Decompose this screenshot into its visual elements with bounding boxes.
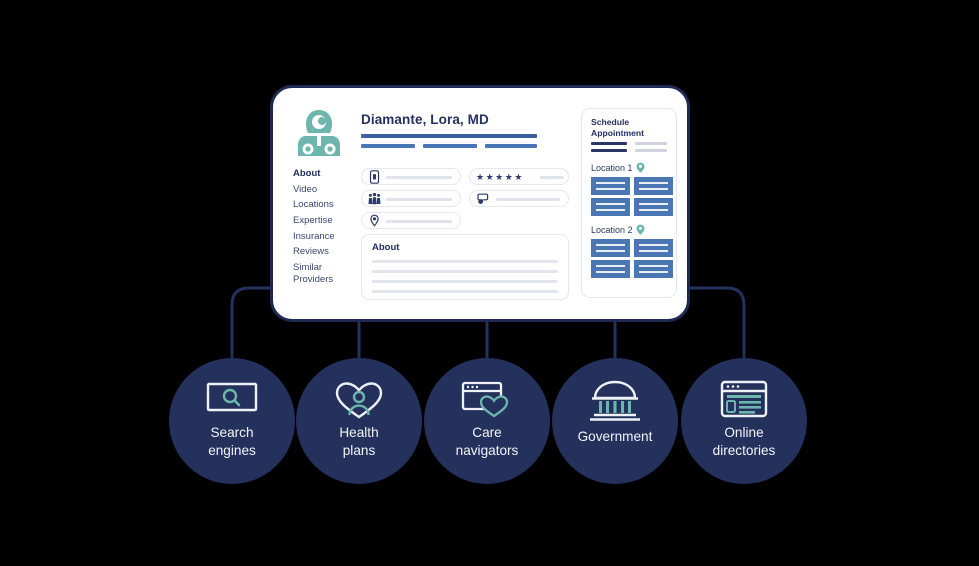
about-placeholder-line [372, 280, 558, 283]
title-bar-primary [361, 134, 537, 138]
star-rating-icon: ★★★★★ [476, 172, 523, 182]
placeholder-line [386, 176, 452, 179]
info-pill-group[interactable] [361, 190, 461, 207]
browser-directory-icon [720, 380, 768, 418]
sidebar-item-similar-providers[interactable]: Similar Providers [293, 262, 334, 286]
about-placeholder-line [372, 260, 558, 263]
about-placeholder-line [372, 270, 558, 273]
provider-profile-card: Diamante, Lora, MD About Video Locations… [270, 85, 690, 322]
placeholder-line [386, 220, 452, 223]
sidebar-item-insurance[interactable]: Insurance [293, 230, 335, 242]
people-group-icon [368, 192, 381, 205]
info-pill-reviews[interactable] [469, 190, 569, 207]
placeholder-line [386, 198, 452, 201]
profile-sidebar-nav: About Video Locations Expertise Insuranc… [293, 168, 355, 290]
placeholder-line [496, 198, 560, 201]
about-section-card: About [361, 234, 569, 300]
location-2-label: Location 2 [591, 225, 633, 235]
sidebar-item-about[interactable]: About [293, 168, 321, 179]
location-pin-icon [370, 214, 379, 227]
schedule-bar [635, 142, 667, 145]
time-slot[interactable] [591, 198, 630, 216]
sidebar-item-reviews[interactable]: Reviews [293, 246, 329, 258]
mobile-phone-icon [369, 170, 380, 184]
schedule-appointment-panel: Schedule Appointment Location 1 Location… [581, 108, 677, 298]
about-placeholder-line [372, 290, 558, 293]
chat-bubbles-icon [477, 193, 489, 204]
channel-node-government[interactable]: Government [552, 358, 678, 484]
doctor-avatar-icon [298, 110, 340, 156]
placeholder-line [540, 176, 564, 179]
search-box-icon [206, 382, 258, 412]
time-slot[interactable] [634, 198, 673, 216]
sidebar-item-expertise[interactable]: Expertise [293, 215, 333, 227]
time-slot[interactable] [591, 177, 630, 195]
time-slot[interactable] [634, 260, 673, 278]
info-pill-phone[interactable] [361, 168, 461, 185]
title-bar-segment [423, 144, 477, 148]
sidebar-item-locations[interactable]: Locations [293, 199, 334, 211]
location-pin-icon [636, 224, 645, 235]
time-slot[interactable] [634, 239, 673, 257]
doctor-name: Diamante, Lora, MD [361, 112, 489, 127]
government-building-icon [590, 380, 640, 421]
schedule-bar [635, 149, 667, 152]
about-title: About [372, 242, 400, 253]
time-slot[interactable] [634, 177, 673, 195]
channel-label: Government [577, 429, 653, 444]
schedule-bar [591, 142, 627, 145]
info-pill-rating[interactable]: ★★★★★ [469, 168, 569, 185]
location-pin-icon [636, 162, 645, 173]
browser-heart-icon [461, 381, 509, 418]
title-bar-segment [361, 144, 415, 148]
time-slot[interactable] [591, 260, 630, 278]
schedule-bar [591, 149, 627, 152]
schedule-title: Schedule Appointment [591, 117, 644, 138]
heart-person-icon [335, 382, 383, 419]
time-slot[interactable] [591, 239, 630, 257]
title-bar-segment [485, 144, 537, 148]
sidebar-item-video[interactable]: Video [293, 183, 318, 195]
location-1-label: Location 1 [591, 163, 633, 173]
info-pill-location[interactable] [361, 212, 461, 229]
